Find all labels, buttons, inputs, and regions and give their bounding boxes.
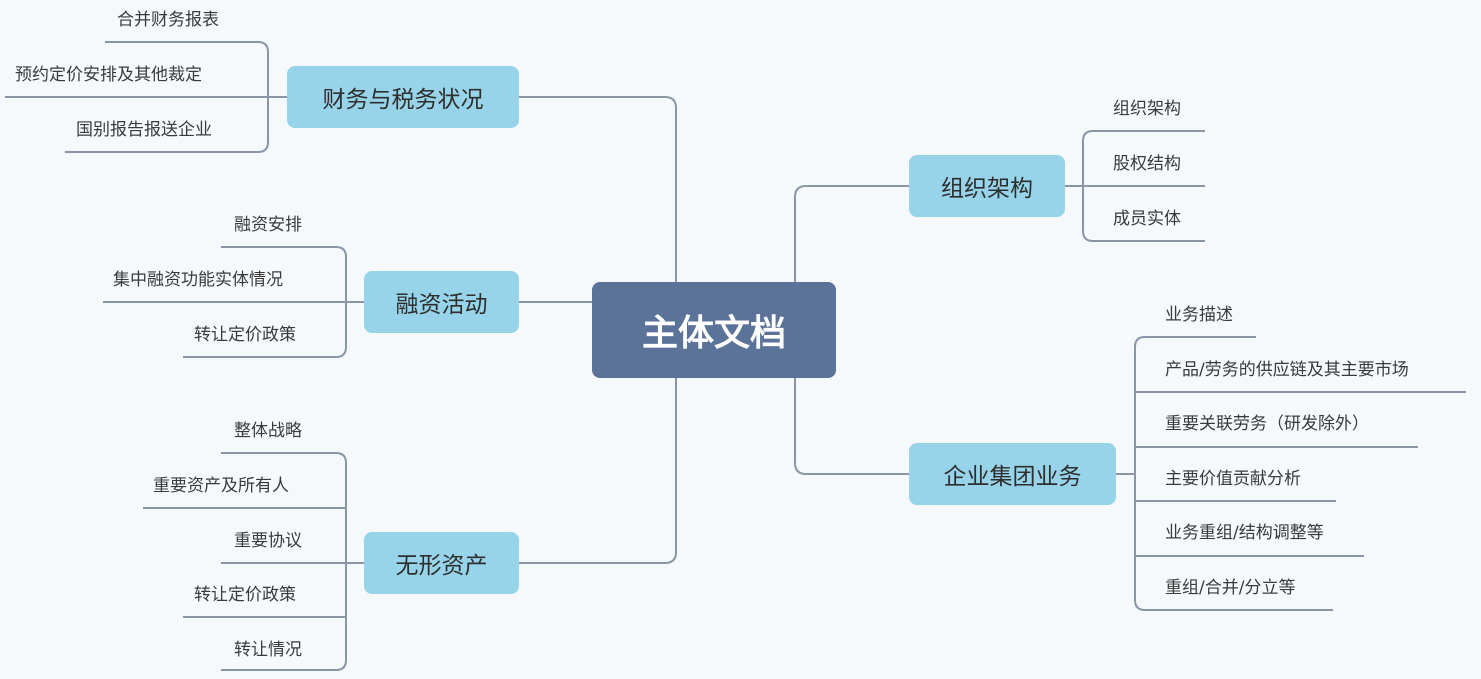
leaf-finance-3[interactable]: 国别报告报送企业	[76, 120, 212, 140]
node-intangible-assets-label: 无形资产	[395, 553, 488, 579]
leaf-org-1[interactable]: 组织架构	[1113, 99, 1181, 119]
root-node[interactable]: 主体文档	[592, 282, 836, 378]
connector-root-finance	[519, 96, 677, 282]
node-financing[interactable]: 融资活动	[364, 271, 519, 333]
leaf-financing-2[interactable]: 集中融资功能实体情况	[113, 270, 283, 290]
leaf-business-1[interactable]: 业务描述	[1165, 305, 1233, 325]
connector-root-org	[794, 185, 909, 282]
leaf-org-2[interactable]: 股权结构	[1113, 154, 1181, 174]
node-group-business-label: 企业集团业务	[943, 464, 1082, 490]
leaf-intangible-1[interactable]: 整体战略	[234, 421, 302, 441]
leaf-business-2[interactable]: 产品/劳务的供应链及其主要市场	[1165, 360, 1409, 380]
leaf-finance-1[interactable]: 合并财务报表	[117, 10, 219, 30]
leaf-business-3[interactable]: 重要关联劳务（研发除外）	[1165, 414, 1369, 434]
leaf-intangible-4[interactable]: 转让定价政策	[194, 585, 296, 605]
node-group-business[interactable]: 企业集团业务	[909, 443, 1116, 505]
leaf-financing-1[interactable]: 融资安排	[234, 215, 302, 235]
leaf-intangible-2[interactable]: 重要资产及所有人	[153, 476, 289, 496]
leaf-org-3[interactable]: 成员实体	[1113, 209, 1181, 229]
leaf-intangible-5[interactable]: 转让情况	[234, 640, 302, 660]
connector-root-intangible	[519, 378, 677, 564]
leaf-business-6[interactable]: 重组/合并/分立等	[1165, 578, 1296, 598]
connector-business-leaves	[1116, 336, 1466, 611]
node-intangible-assets[interactable]: 无形资产	[364, 532, 519, 594]
leaf-business-4[interactable]: 主要价值贡献分析	[1165, 469, 1301, 489]
leaf-intangible-3[interactable]: 重要协议	[234, 531, 302, 551]
node-financing-label: 融资活动	[395, 292, 488, 318]
node-finance-tax[interactable]: 财务与税务状况	[287, 66, 519, 128]
connector-finance-leaves	[5, 41, 287, 153]
leaf-business-5[interactable]: 业务重组/结构调整等	[1165, 523, 1324, 543]
connector-org-leaves	[1065, 130, 1205, 242]
connector-root-business	[794, 378, 909, 475]
connector-intangible-leaves	[143, 452, 364, 671]
leaf-financing-3[interactable]: 转让定价政策	[194, 325, 296, 345]
leaf-finance-2[interactable]: 预约定价安排及其他裁定	[15, 65, 202, 85]
node-org-structure-label: 组织架构	[941, 176, 1033, 202]
root-label: 主体文档	[641, 313, 786, 354]
node-org-structure[interactable]: 组织架构	[909, 155, 1065, 217]
connector-financing-leaves	[103, 246, 364, 358]
node-finance-tax-label: 财务与税务状况	[322, 87, 484, 113]
